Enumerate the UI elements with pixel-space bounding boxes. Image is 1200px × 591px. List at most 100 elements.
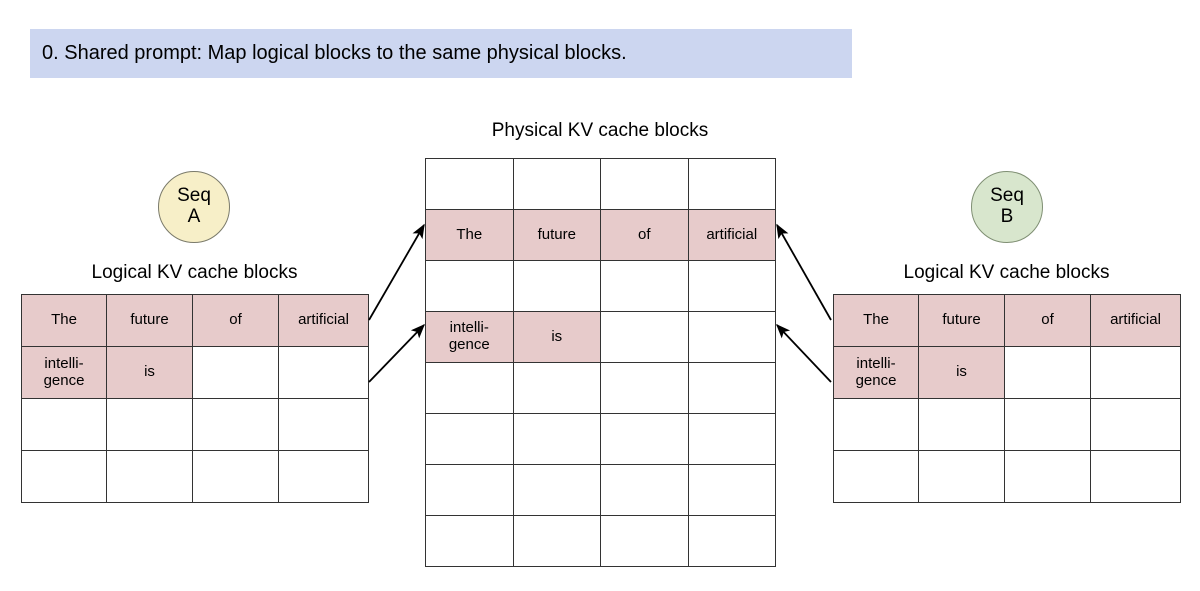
- seq-a-badge-line1: Seq: [177, 185, 211, 207]
- kv-block-row: The future of artificial: [425, 209, 776, 261]
- kv-block-cell: [687, 311, 776, 363]
- kv-block-token: artificial: [298, 311, 349, 329]
- kv-block-cell: intelli-gence: [833, 346, 919, 399]
- kv-block-cell: The: [833, 294, 919, 347]
- kv-block-cell: The: [21, 294, 107, 347]
- kv-block-token: of: [229, 311, 242, 329]
- kv-block-cell: artificial: [278, 294, 369, 347]
- kv-block-token: is: [956, 363, 967, 381]
- kv-block-cell: [600, 158, 689, 210]
- kv-block-row: [21, 450, 369, 503]
- arrow-b-row0-to-physical-row1: [776, 223, 832, 321]
- logical-a-caption: Logical KV cache blocks: [91, 262, 298, 283]
- kv-block-cell: [833, 450, 919, 503]
- step-banner-text: 0. Shared prompt: Map logical blocks to …: [42, 42, 627, 64]
- physical-caption: Physical KV cache blocks: [491, 120, 709, 141]
- kv-block-cell: [425, 260, 514, 312]
- kv-block-cell: [918, 450, 1005, 503]
- kv-block-cell: [600, 464, 689, 516]
- kv-block-cell: future: [918, 294, 1005, 347]
- kv-block-row: intelli-gence is: [21, 346, 369, 399]
- physical-tbody: The future of artificial intelli-gence is: [425, 158, 776, 567]
- kv-block-cell: [192, 346, 279, 399]
- arrow-b-row1-to-physical-row3: [776, 323, 832, 383]
- kv-block-cell: [512, 362, 601, 414]
- seq-b-badge: Seq B: [971, 171, 1043, 243]
- kv-block-token: intelli-gence: [448, 319, 490, 353]
- kv-block-cell: intelli-gence: [425, 311, 514, 363]
- step-banner: 0. Shared prompt: Map logical blocks to …: [30, 29, 852, 78]
- kv-block-cell: [1004, 398, 1091, 451]
- physical-kv-cache-table: The future of artificial intelli-gence is: [425, 158, 776, 567]
- kv-block-cell: [192, 450, 279, 503]
- kv-block-row: [425, 158, 776, 210]
- kv-block-cell: [918, 398, 1005, 451]
- kv-block-cell: [687, 158, 776, 210]
- kv-block-row: [425, 464, 776, 516]
- kv-block-row: [425, 362, 776, 414]
- kv-block-cell: [278, 346, 369, 399]
- kv-block-token: intelli-gence: [855, 354, 897, 389]
- kv-block-token: intelli-gence: [43, 354, 85, 389]
- kv-block-token: future: [942, 311, 981, 329]
- kv-block-row: [833, 450, 1181, 503]
- kv-block-token: of: [1041, 311, 1054, 329]
- kv-block-cell: [600, 362, 689, 414]
- kv-block-cell: [192, 398, 279, 451]
- logical-a-tbody: The future of artificial intelli-gence is: [21, 294, 369, 503]
- kv-block-cell: [106, 450, 193, 503]
- kv-block-token: future: [130, 311, 169, 329]
- kv-block-cell: [600, 515, 689, 567]
- kv-block-token: of: [637, 225, 651, 243]
- kv-block-cell: is: [512, 311, 601, 363]
- kv-block-token: The: [863, 311, 889, 329]
- kv-block-token: is: [551, 327, 563, 345]
- kv-block-cell: [687, 260, 776, 312]
- kv-block-cell: [512, 464, 601, 516]
- seq-a-badge: Seq A: [158, 171, 230, 243]
- kv-block-cell: [21, 450, 107, 503]
- kv-block-cell: The: [425, 209, 514, 261]
- kv-block-cell: [278, 450, 369, 503]
- seq-b-badge-line2: B: [1000, 206, 1014, 227]
- kv-block-row: [21, 398, 369, 451]
- kv-block-cell: [600, 260, 689, 312]
- kv-block-cell: [600, 413, 689, 465]
- kv-block-cell: [687, 464, 776, 516]
- seq-b-badge-line1: Seq: [990, 185, 1024, 207]
- kv-block-token: The: [456, 225, 483, 243]
- kv-block-cell: [687, 362, 776, 414]
- kv-block-token: The: [51, 311, 77, 329]
- kv-block-cell: [1004, 346, 1091, 399]
- kv-block-token: artificial: [706, 225, 758, 243]
- kv-block-cell: [833, 398, 919, 451]
- kv-block-cell: [687, 515, 776, 567]
- kv-block-row: [425, 515, 776, 567]
- kv-block-row: The future of artificial: [21, 294, 369, 347]
- kv-block-cell: [687, 413, 776, 465]
- kv-block-cell: [1004, 450, 1091, 503]
- kv-block-cell: [1090, 450, 1181, 503]
- kv-block-cell: [512, 260, 601, 312]
- kv-block-token: is: [144, 363, 155, 381]
- arrow-a-row0-to-physical-row1: [368, 223, 425, 321]
- kv-block-cell: future: [512, 209, 601, 261]
- kv-block-cell: [106, 398, 193, 451]
- kv-block-cell: artificial: [687, 209, 776, 261]
- kv-block-cell: artificial: [1090, 294, 1181, 347]
- kv-block-row: [833, 398, 1181, 451]
- seq-a-badge-line2: A: [187, 206, 201, 227]
- kv-block-cell: [425, 515, 514, 567]
- kv-block-cell: [1090, 346, 1181, 399]
- kv-block-cell: is: [106, 346, 193, 399]
- kv-block-token: future: [537, 225, 576, 243]
- kv-block-row: The future of artificial: [833, 294, 1181, 347]
- kv-block-cell: [512, 413, 601, 465]
- kv-block-cell: [1090, 398, 1181, 451]
- kv-block-cell: [512, 158, 601, 210]
- kv-block-row: intelli-gence is: [425, 311, 776, 363]
- kv-block-row: [425, 413, 776, 465]
- logical-b-tbody: The future of artificial intelli-gence is: [833, 294, 1181, 503]
- kv-block-cell: [600, 311, 689, 363]
- kv-block-cell: [425, 362, 514, 414]
